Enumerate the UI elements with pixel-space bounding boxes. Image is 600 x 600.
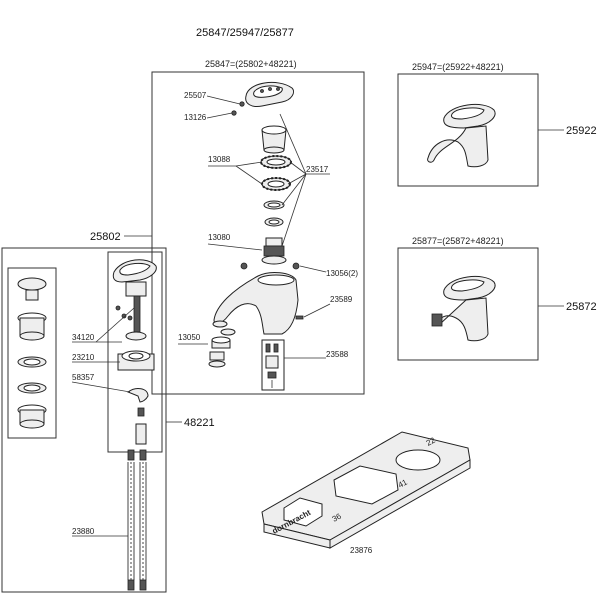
label-13080: 13080 [208,233,231,242]
drain-box-label: 48221 [184,417,215,429]
variant-25947-box: 25947=(25922+48221) 25922 [397,62,597,187]
label-13126: 13126 [184,113,207,122]
drain-assembly-box: 48221 [1,247,215,593]
drain-washer-upper-icon [17,356,47,368]
variant-25877-heading: 25877=(25872+48221) [412,236,504,246]
lever-clip-icon [126,388,149,445]
lift-screws-icon [115,305,133,321]
variant-25947-label: 25922 [566,125,597,137]
label-25507: 25507 [184,91,207,100]
gear-ring-upper-icon [260,155,292,169]
label-13088: 13088 [208,155,231,164]
side-screw-left-icon [240,262,248,270]
variant-25877-label: 25872 [566,301,597,313]
label-58357: 58357 [72,373,95,382]
label-23210: 23210 [72,353,95,362]
gear-ring-lower-icon [261,177,291,191]
variant-25947-heading: 25947=(25922+48221) [412,62,504,72]
label-23517: 23517 [306,165,329,174]
drain-plug-icon [17,277,47,301]
side-screw-right-icon [292,262,300,270]
label-23880: 23880 [72,527,95,536]
label-23589: 23589 [330,295,353,304]
main-box-label: 25802 [90,231,121,243]
connector-set-icon [261,339,285,391]
label-13056: 13056(2) [326,269,358,278]
variant-25877-box: 25877=(25872+48221) 25872 [397,236,597,361]
drain-body-icon [17,312,47,341]
drain-nut-icon [17,404,47,429]
main-assembly-box: 25847=(25802+48221) 25802 25507 13126 [90,59,365,395]
pin-screw-icon [295,315,304,320]
supply-hoses-icon [127,449,147,591]
handle-lever-icon [245,81,295,107]
mounting-ring-icon [117,331,155,371]
faucet-25922-icon [427,103,496,168]
lift-rod-icon [112,259,157,333]
o-ring-icon [263,200,285,210]
label-34120: 34120 [72,333,95,342]
main-box-heading: 25847=(25802+48221) [205,59,297,69]
nut-ring-icon [264,217,284,227]
label-13050: 13050 [178,333,201,342]
cover-cap-icon [261,125,287,154]
cartridge-icon [261,237,287,265]
faucet-25872-icon [431,275,496,342]
label-23588: 23588 [326,350,349,359]
faucet-body-icon [212,272,299,335]
label-23876: 23876 [350,546,373,555]
diagram-title: 25847/25947/25877 [196,27,294,39]
aerator-icon [208,328,236,368]
drain-washer-lower-icon [17,382,47,394]
wrench-tool-plate-icon: 22 41 36 dornbracht [261,431,471,549]
